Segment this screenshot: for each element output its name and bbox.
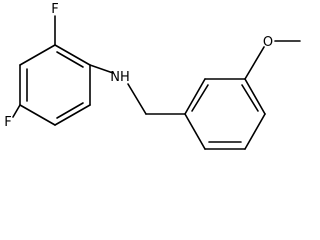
- difluorophenyl-ring: [19, 44, 91, 126]
- bond-a3-a4: [54, 104, 91, 126]
- bond-b1-b2: [184, 78, 206, 115]
- bond-c-n: [89, 64, 114, 74]
- ether-oxygen-label: O: [263, 35, 273, 50]
- fluorine-top-label: F: [51, 2, 58, 17]
- bond-c-f-bottom: [12, 104, 21, 118]
- inner-bond-a3-a4: [56, 102, 84, 119]
- bond-a1-a2: [54, 44, 91, 66]
- bond-b3-b4: [244, 78, 266, 115]
- bond-b6-b1: [184, 113, 206, 150]
- bond-ring-o: [244, 46, 265, 80]
- bond-a6-a1: [19, 44, 56, 66]
- bond-b4-b5: [244, 113, 266, 150]
- bond-n-ch2: [127, 83, 147, 115]
- methoxyphenyl-ring: [184, 78, 266, 150]
- structure-canvas: F F NH O: [4, 2, 301, 150]
- inner-bond-b3-b4: [241, 84, 259, 112]
- inner-bond-b1-b2: [191, 84, 209, 112]
- inner-bond-a1-a2: [56, 51, 84, 68]
- fluorine-bottom-label: F: [4, 115, 11, 130]
- bond-a4-a5: [19, 104, 56, 126]
- amine-label: NH: [110, 70, 130, 85]
- molecule-structure: F F NH O: [4, 2, 301, 150]
